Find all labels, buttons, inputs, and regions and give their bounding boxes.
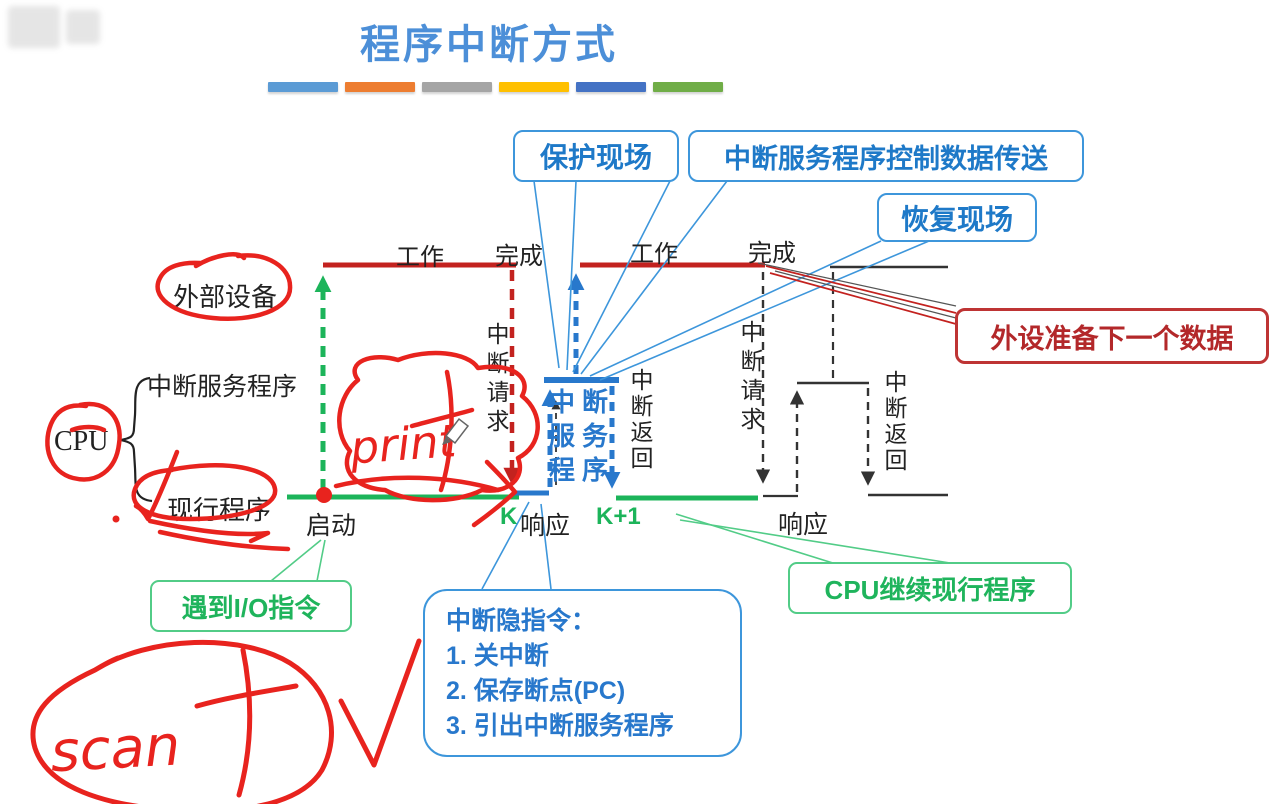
response-label-1: 响应 [520,513,571,540]
red-dot-small [112,515,120,523]
isr-box-line: 服务 [549,422,616,451]
cpu-label: CPU [54,426,109,457]
work-label-2: 工作 [630,242,678,268]
hand-arrow-to-k [333,459,518,528]
interrupt-return-label-1: 中断返回 [627,368,652,472]
k-label: K [500,503,518,530]
checkmark-scanf [338,638,422,768]
scanf-f-stroke [194,647,299,798]
handwritten-scanf: scan [49,713,182,785]
callout-isr-data-transfer: 中断服务程序控制数据传送 [688,130,1084,182]
circle-scanf [30,639,334,804]
callout-interrupt-implied: 中断隐指令： 1. 关中断 2. 保存断点(PC) 3. 引出中断服务程序 [423,589,742,757]
accent-bar [268,82,338,92]
accent-bar [345,82,415,92]
implied-item: 2. 保存断点(PC) [446,677,626,705]
accent-bar [499,82,569,92]
work-label-1: 工作 [396,245,444,271]
callout-cpu-continue: CPU继续现行程序 [788,562,1072,614]
implied-item: 1. 关中断 [446,642,549,670]
done-label-1: 完成 [495,244,543,270]
accent-bar [422,82,492,92]
watermark-smudge [66,10,100,44]
interrupt-request-label-2: 中断请求 [737,320,762,436]
watermark-smudge [8,6,60,48]
callout-meet-io-instruction: 遇到I/O指令 [150,580,352,632]
external-device-label: 外部设备 [173,283,278,312]
implied-item: 3. 引出中断服务程序 [446,712,674,740]
isr-box-line: 中断 [549,388,616,417]
k-plus-1-label: K+1 [596,503,641,530]
handwritten-printf: print [348,414,461,474]
callout-peripheral-next-data: 外设准备下一个数据 [955,308,1269,364]
response-label-2: 响应 [778,512,829,539]
pen-cursor-icon [442,417,470,445]
isr-box-label: 中断 服务 程序 [549,386,615,488]
interrupt-request-label-1: 中断请求 [483,322,508,438]
page-title: 程序中断方式 [360,22,618,67]
printf-f-stroke [409,369,475,493]
interrupt-return-label-2: 中断返回 [881,370,906,474]
callout-restore-scene: 恢复现场 [877,193,1037,242]
callout-pointer-lines-red [757,262,957,325]
start-label: 启动 [306,513,357,540]
done-label-2: 完成 [748,241,796,267]
accent-bar [576,82,646,92]
callout-protect-scene: 保护现场 [513,130,679,182]
current-program-label: 现行程序 [167,496,272,525]
implied-heading: 中断隐指令： [446,607,597,635]
isr-list-label: 中断服务程序 [147,374,298,401]
isr-box-line: 程序 [549,456,616,485]
accent-bar [653,82,723,92]
start-dot [316,487,332,503]
